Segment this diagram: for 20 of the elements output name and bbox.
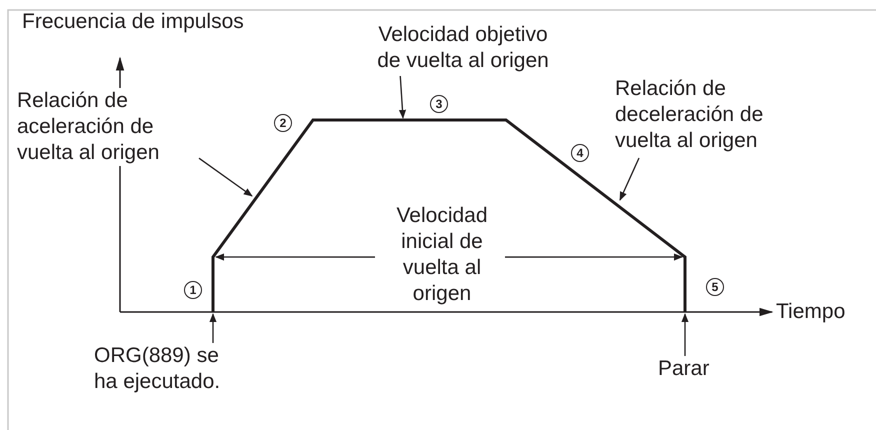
leader-arrow xyxy=(681,313,689,356)
circled-number: 2 xyxy=(274,114,292,132)
annotation-text: Velocidad inicial de vuelta al origen xyxy=(395,203,489,307)
leader-arrow xyxy=(398,76,406,119)
leader-arrow xyxy=(505,253,683,261)
circled-number: 1 xyxy=(184,281,202,299)
annotation-text: Parar xyxy=(658,356,710,382)
circled-number: 4 xyxy=(571,144,589,162)
annotation-text: Velocidad objetivo de vuelta al origen xyxy=(376,22,550,74)
leader-arrow xyxy=(198,158,253,197)
circled-number: 5 xyxy=(706,278,724,296)
annotation-text: Relación de aceleración de vuelta al origen xyxy=(17,88,160,166)
leader-arrow xyxy=(619,158,640,201)
circled-number: 3 xyxy=(430,95,448,113)
axis-label: Frecuencia de impulsos xyxy=(22,9,244,35)
leader-arrow xyxy=(215,253,375,261)
annotation-text: Relación de deceleración de vuelta al origen xyxy=(615,76,764,154)
axis-label: Tiempo xyxy=(776,299,846,325)
leader-arrow xyxy=(209,313,217,343)
annotation-text: ORG(889) se ha ejecutado. xyxy=(94,343,222,395)
